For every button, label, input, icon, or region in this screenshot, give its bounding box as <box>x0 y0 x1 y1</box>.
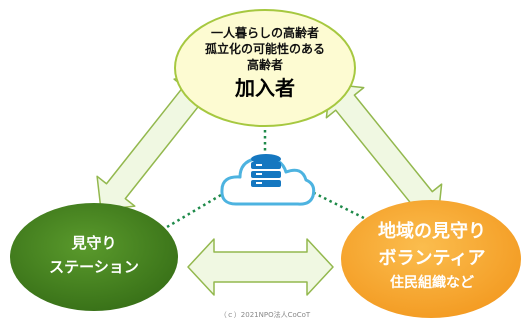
copyright-footer: （ｃ）2021NPO法人CoCoT <box>219 311 311 319</box>
volunteer-subtitle: 住民組織など <box>390 275 474 291</box>
station-label-line-2: ステーション <box>49 258 139 276</box>
connector-to-station <box>161 190 227 232</box>
arrow-station-volunteer <box>187 238 334 296</box>
connector-to-volunteer <box>307 188 379 227</box>
volunteer-node <box>341 200 521 318</box>
station-label-line-1: 見守り <box>71 234 117 252</box>
volunteer-title-line-1: 地域の見守り <box>378 221 486 242</box>
station-node <box>10 203 178 311</box>
volunteer-title-line-2: ボランティア <box>378 248 486 269</box>
subscriber-description-line-1: 一人暮らしの高齢者 <box>210 26 319 40</box>
connector-lines <box>161 124 379 232</box>
subscriber-title: 加入者 <box>235 76 295 100</box>
subscriber-description-line-2: 孤立化の可能性のある <box>204 42 325 56</box>
database-icon <box>251 154 281 187</box>
subscriber-node <box>174 9 356 127</box>
subscriber-description-line-3: 高齢者 <box>246 58 283 72</box>
